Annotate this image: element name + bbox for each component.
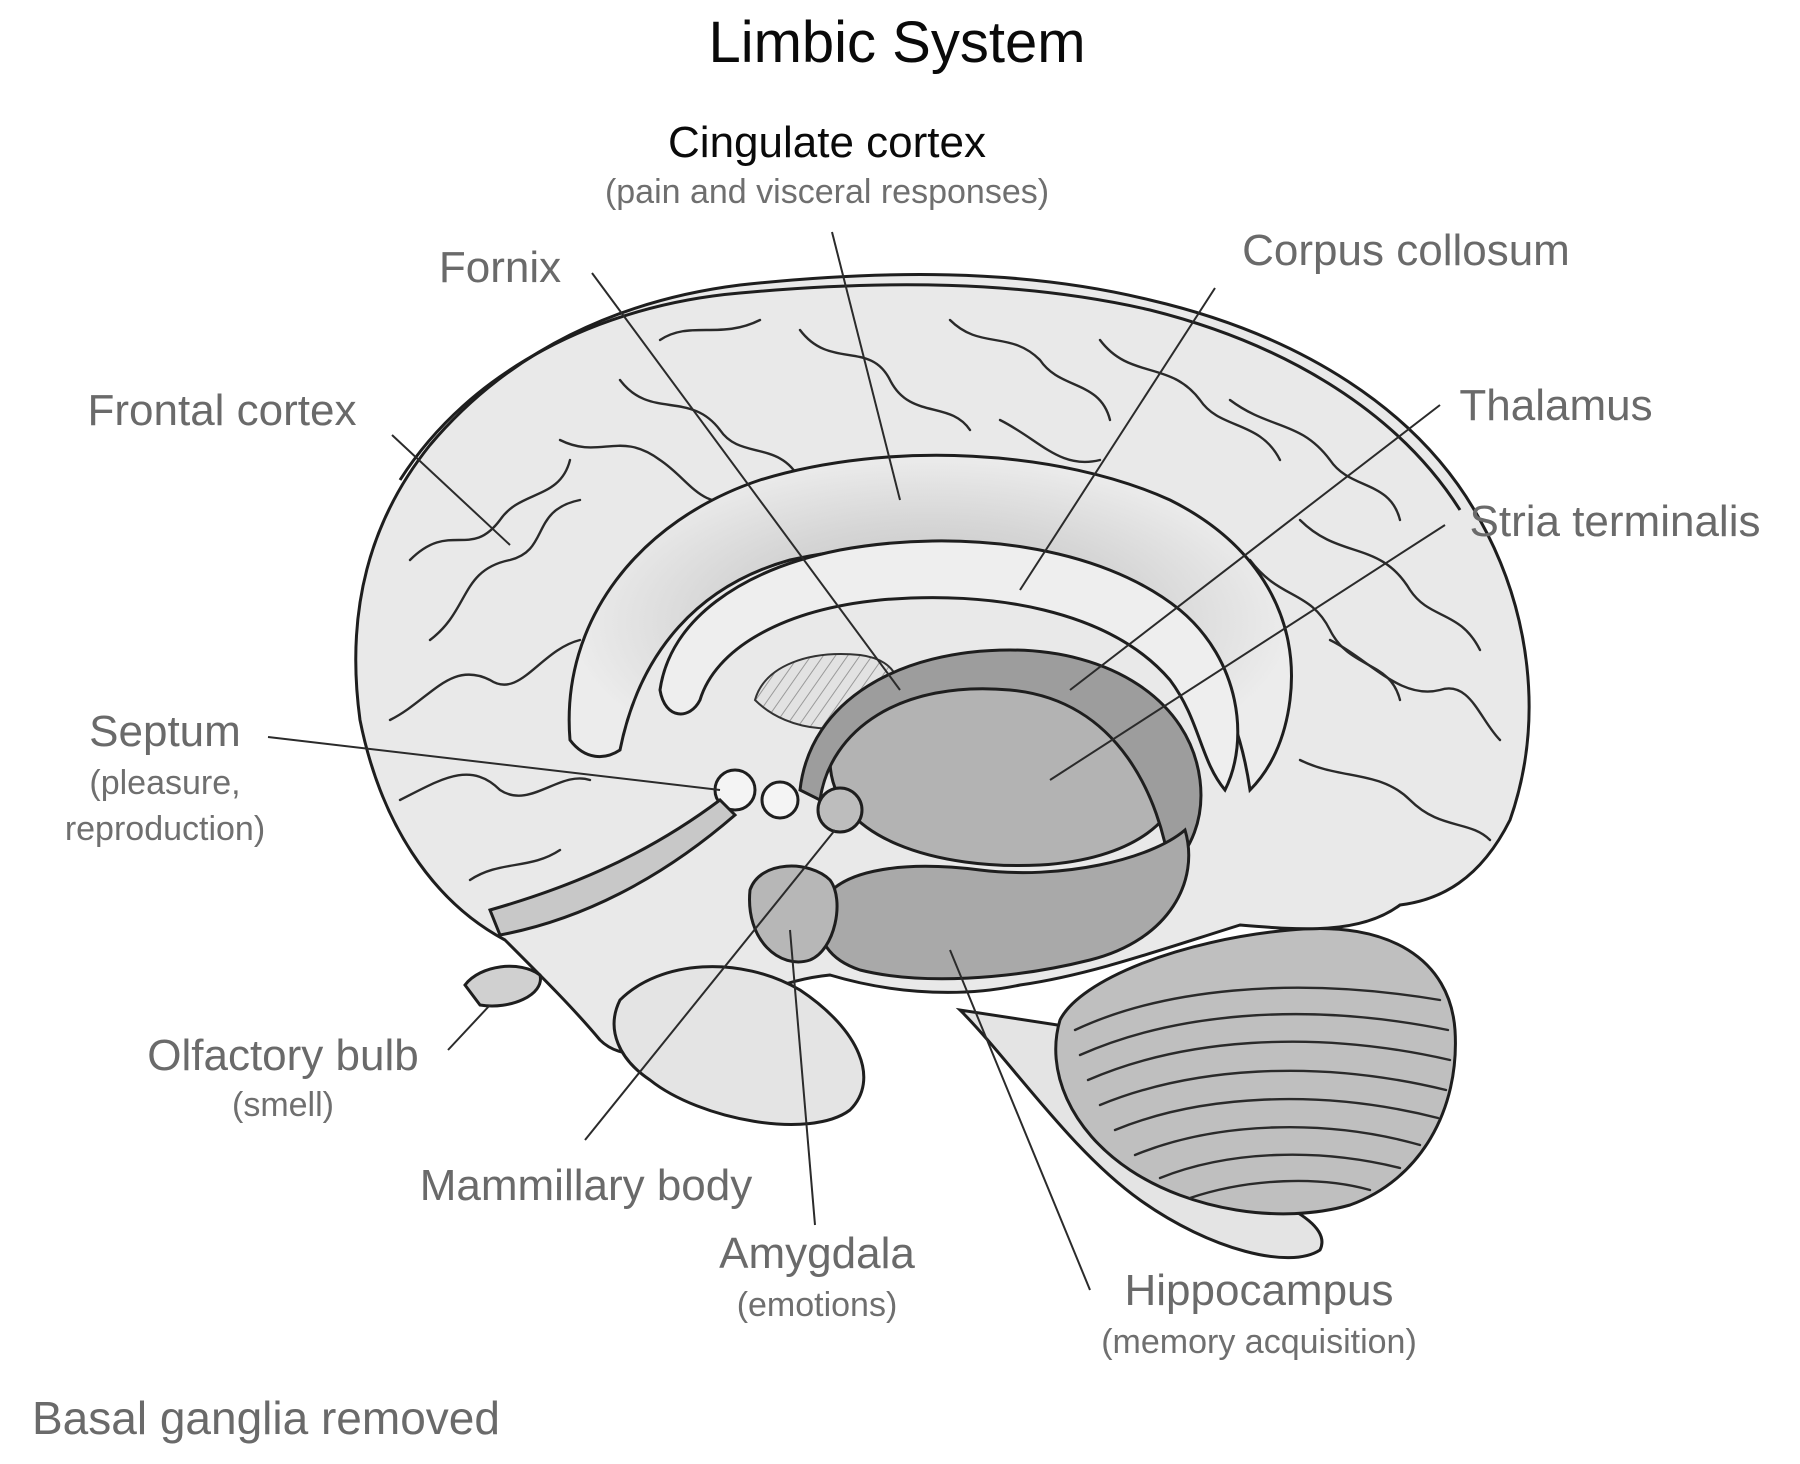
cortex-rim [398,283,1462,511]
leader-septum [267,736,721,791]
leader-hippocampus [949,949,1091,1291]
brain-illustration [354,273,1531,1260]
label-hippocampus-function: (memory acquisition) [1101,1323,1417,1361]
cerebellum-folia [1073,986,1452,1200]
label-cingulate-cortex-function: (pain and visceral responses) [605,173,1049,211]
leader-amygdala [789,929,816,1226]
leader-corpus-collosum [1019,287,1216,591]
label-amygdala-function: (emotions) [737,1286,898,1324]
leader-mammillary-body [584,829,836,1141]
diagram-title: Limbic System [708,10,1085,75]
amygdala-structure [748,864,839,964]
olfactory-tract [487,798,738,937]
corpus-callosum [658,539,1240,793]
leader-fornix [591,272,901,691]
leader-olfactory-bulb [447,1004,491,1051]
label-frontal-cortex: Frontal cortex [88,386,357,435]
leader-cingulate [831,231,901,501]
label-septum-function-2: reproduction) [65,810,265,848]
label-stria-terminalis: Stria terminalis [1470,497,1761,546]
fornix-band [798,648,1203,874]
olfactory-bulb-structure [463,964,542,1008]
temporal-lobe [612,965,866,1126]
label-septum: Septum [89,707,241,756]
label-thalamus: Thalamus [1459,381,1652,430]
label-corpus-collosum: Corpus collosum [1242,226,1570,275]
labels: Cingulate cortex (pain and visceral resp… [32,118,1760,1444]
leader-stria-terminalis [1049,524,1446,781]
label-septum-function-1: (pleasure, [89,764,240,802]
leader-lines [267,231,1446,1291]
label-fornix: Fornix [439,243,561,292]
cingulate-gyrus [567,453,1293,794]
leader-frontal-cortex [391,434,511,546]
cortical-gyri [388,318,1502,882]
label-olfactory-bulb-function: (smell) [232,1086,334,1124]
mammillary-nucleus [760,780,800,820]
label-olfactory-bulb: Olfactory bulb [147,1031,418,1080]
hippocampus-structure [817,827,1191,981]
leader-thalamus [1069,404,1441,691]
mammillary-body-structure [816,786,864,834]
footer-note: Basal ganglia removed [32,1392,500,1444]
label-hippocampus: Hippocampus [1124,1266,1393,1315]
label-cingulate-cortex: Cingulate cortex [668,118,986,167]
label-amygdala: Amygdala [719,1229,915,1278]
label-mammillary-body: Mammillary body [420,1161,753,1210]
